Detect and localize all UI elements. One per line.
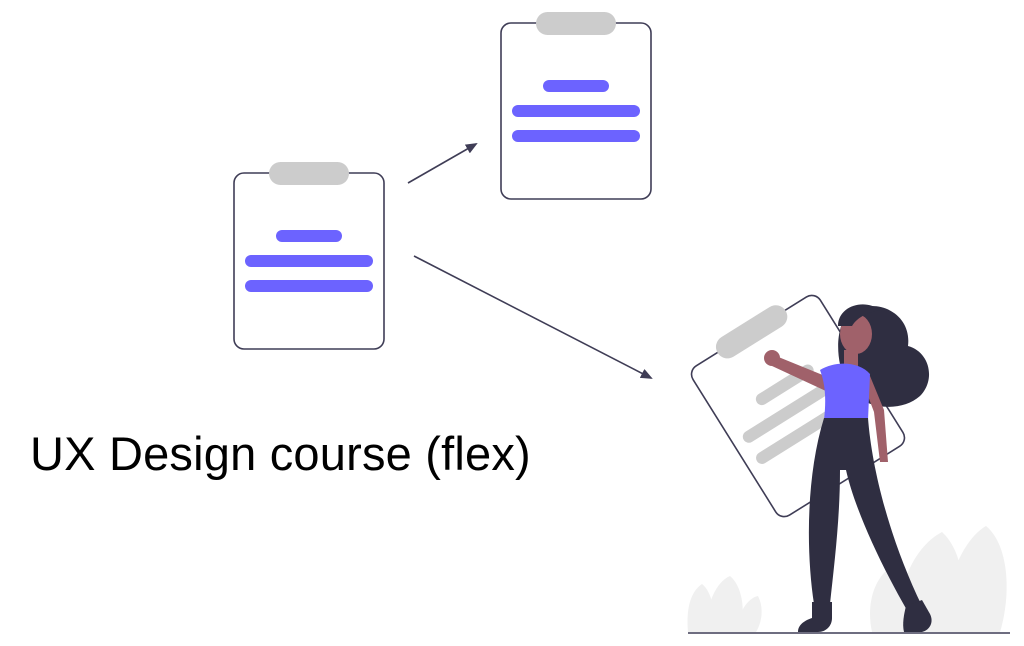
source-clipboard-icon bbox=[233, 162, 385, 350]
top-clipboard-icon bbox=[500, 12, 652, 200]
clipboard-line bbox=[512, 105, 640, 117]
clipboard-line bbox=[512, 130, 640, 142]
clipboard-line bbox=[276, 230, 342, 242]
arrow-to-person-icon bbox=[413, 255, 653, 379]
course-title: UX Design course (flex) bbox=[30, 427, 531, 480]
clipboard-line bbox=[543, 80, 609, 92]
clipboard-clip bbox=[536, 12, 616, 35]
clipboard-line bbox=[245, 280, 373, 292]
clipboard-line bbox=[245, 255, 373, 267]
clipboard-clip bbox=[269, 162, 349, 185]
arrow-to-top-icon bbox=[407, 143, 478, 184]
foliage-left-icon bbox=[687, 576, 762, 632]
person-illustration bbox=[764, 304, 932, 632]
